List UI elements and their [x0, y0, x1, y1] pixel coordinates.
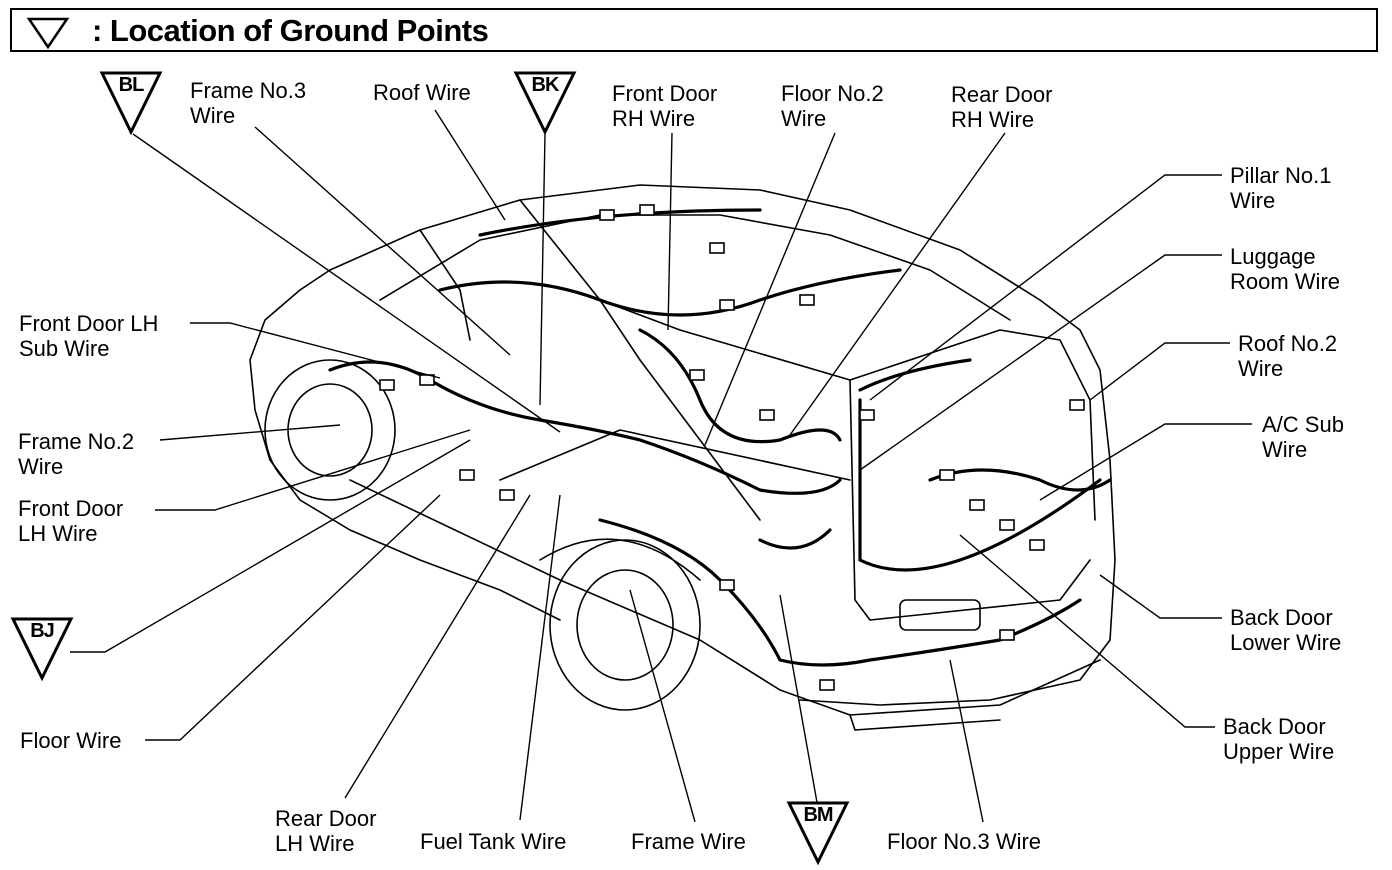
- label-front-door-lh-sub-wire: Front Door LH Sub Wire: [19, 311, 158, 361]
- label-line: RH Wire: [612, 106, 696, 131]
- label-line: LH Wire: [18, 521, 98, 546]
- label-line: Floor No.2: [781, 81, 884, 106]
- label-line: Wire: [190, 103, 236, 128]
- leader-lines: [70, 109, 1252, 823]
- label-line: Room Wire: [1230, 269, 1341, 294]
- label-line: Sub Wire: [19, 336, 110, 361]
- label-line: Wire: [18, 454, 64, 479]
- label-line: Wire: [781, 106, 827, 131]
- label-rear-door-lh-wire: Rear Door LH Wire: [275, 806, 376, 856]
- ground-point-triangle-icon: [26, 17, 70, 50]
- ground-point-bl: BL: [99, 70, 163, 136]
- label-line: Roof Wire: [373, 80, 471, 105]
- ground-point-bm: BM: [786, 800, 850, 866]
- label-line: Back Door: [1230, 605, 1333, 630]
- ground-point-bj: BJ: [10, 616, 74, 682]
- label-line: Wire: [1238, 356, 1284, 381]
- label-roof-wire: Roof Wire: [373, 80, 471, 105]
- ground-point-triangle-icon: [786, 801, 850, 866]
- label-luggage-room-wire: Luggage Room Wire: [1230, 244, 1340, 294]
- label-floor-no3-wire: Floor No.3 Wire: [887, 829, 1041, 854]
- label-pillar-no1-wire: Pillar No.1 Wire: [1230, 163, 1331, 213]
- label-frame-no2-wire: Frame No.2 Wire: [18, 429, 134, 479]
- label-line: Upper Wire: [1223, 739, 1335, 764]
- label-front-door-rh-wire: Front Door RH Wire: [612, 81, 717, 131]
- label-line: Frame No.2: [18, 429, 135, 454]
- label-line: Roof No.2: [1238, 331, 1338, 356]
- label-line: Floor No.3 Wire: [887, 829, 1042, 854]
- label-line: LH Wire: [275, 831, 355, 856]
- label-line: Front Door: [18, 496, 124, 521]
- ground-point-bk-label: BK: [531, 74, 560, 96]
- ground-point-bl-label: BL: [118, 74, 145, 96]
- label-line: Lower Wire: [1230, 630, 1342, 655]
- label-roof-no2-wire: Roof No.2 Wire: [1238, 331, 1337, 381]
- vehicle-outline: [249, 184, 1116, 731]
- label-line: Front Door LH: [19, 311, 159, 336]
- label-fuel-tank-wire: Fuel Tank Wire: [420, 829, 566, 854]
- label-frame-no3-wire: Frame No.3 Wire: [190, 78, 306, 128]
- page-title: : Location of Ground Points: [92, 13, 489, 48]
- label-rear-door-rh-wire: Rear Door RH Wire: [951, 82, 1052, 132]
- label-line: Fuel Tank Wire: [420, 829, 567, 854]
- label-ac-sub-wire: A/C Sub Wire: [1262, 412, 1344, 462]
- label-line: Rear Door: [275, 806, 377, 831]
- label-front-door-lh-wire: Front Door LH Wire: [18, 496, 123, 546]
- label-frame-wire: Frame Wire: [631, 829, 746, 854]
- label-line: RH Wire: [951, 107, 1035, 132]
- label-line: Wire: [1230, 188, 1276, 213]
- label-line: Rear Door: [951, 82, 1053, 107]
- ground-point-bm-label: BM: [803, 804, 833, 826]
- label-line: Floor Wire: [20, 728, 122, 753]
- ground-point-bk: BK: [513, 70, 577, 136]
- label-line: Frame Wire: [631, 829, 746, 854]
- connectors: [379, 204, 1085, 691]
- label-line: Pillar No.1: [1230, 163, 1332, 188]
- label-line: Wire: [1262, 437, 1308, 462]
- ground-point-triangle-icon: [513, 71, 577, 136]
- ground-point-bj-label: BJ: [30, 620, 55, 642]
- label-line: Frame No.3: [190, 78, 307, 103]
- title-box: : Location of Ground Points: [10, 8, 1378, 52]
- label-back-door-upper-wire: Back Door Upper Wire: [1223, 714, 1334, 764]
- label-floor-wire: Floor Wire: [20, 728, 121, 753]
- label-line: Front Door: [612, 81, 718, 106]
- label-floor-no2-wire: Floor No.2 Wire: [781, 81, 884, 131]
- ground-point-triangle-icon: [99, 71, 163, 136]
- label-back-door-lower-wire: Back Door Lower Wire: [1230, 605, 1341, 655]
- label-line: Back Door: [1223, 714, 1326, 739]
- ground-point-triangle-icon: [10, 617, 74, 682]
- label-line: A/C Sub: [1262, 412, 1344, 437]
- label-line: Luggage: [1230, 244, 1316, 269]
